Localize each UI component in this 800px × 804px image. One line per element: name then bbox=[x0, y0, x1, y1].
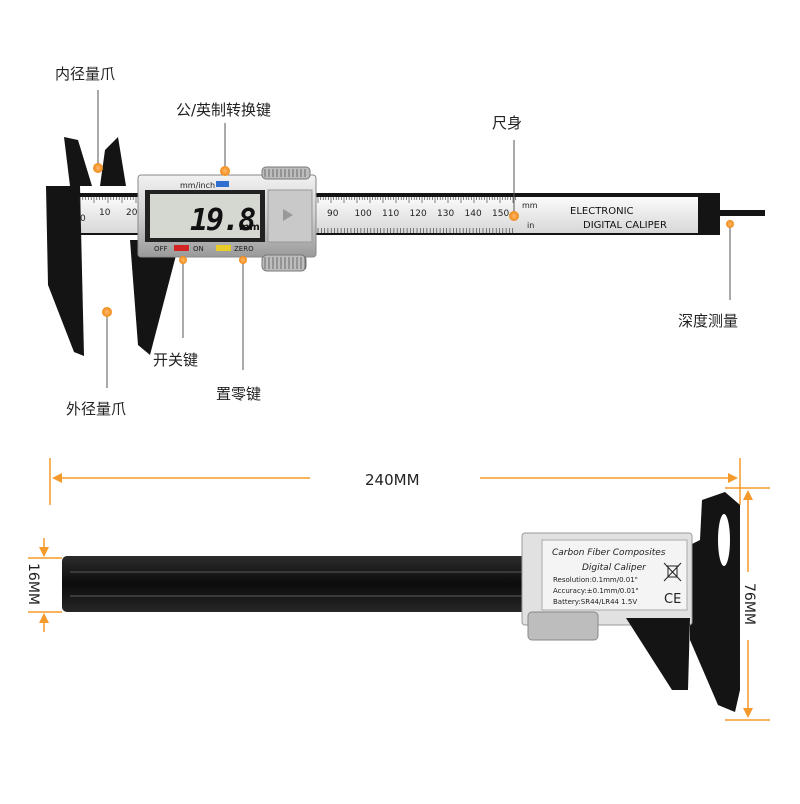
zero-label: ZERO bbox=[234, 245, 254, 253]
back-slider-lower bbox=[527, 611, 599, 641]
scale-left-0: 0 bbox=[80, 214, 86, 224]
dot-outer-jaw bbox=[102, 307, 112, 317]
dimension-height: 76MM bbox=[740, 583, 757, 625]
scale-right-labels: 90 100 110 120 130 140 150 bbox=[327, 209, 509, 219]
brand-line-1: ELECTRONIC bbox=[570, 206, 634, 217]
label-outer-jaw: 外径量爪 bbox=[66, 400, 127, 418]
scale-mm-unit: mm bbox=[522, 201, 538, 210]
mm-inch-key[interactable] bbox=[216, 181, 229, 187]
top-caliper: 0 10 20 90 100 110 120 130 140 150 mm in ELECT… bbox=[46, 137, 765, 356]
scale-label: 140 bbox=[465, 209, 482, 219]
outer-jaw-fixed bbox=[46, 186, 84, 356]
on-label: ON bbox=[193, 245, 204, 253]
scale-label: 130 bbox=[437, 209, 454, 219]
scale-in-unit: in bbox=[527, 221, 534, 230]
jaw-slot bbox=[718, 514, 730, 566]
dimension-thickness: 16MM bbox=[24, 563, 41, 605]
back-rod bbox=[62, 556, 542, 612]
dot-unit-switch bbox=[220, 166, 230, 176]
dot-depth bbox=[726, 220, 734, 228]
label-inner-jaw: 内径量爪 bbox=[55, 65, 116, 83]
mm-inch-key-label: mm/inch bbox=[180, 181, 215, 190]
back-jaw-fixed bbox=[690, 492, 740, 712]
spec-line-5: Battery:SR44/LR44 1.5V bbox=[553, 598, 637, 606]
dot-inner-jaw bbox=[93, 163, 103, 173]
brand-line-2: DIGITAL CALIPER bbox=[583, 220, 667, 231]
roller-grips bbox=[264, 169, 306, 269]
callout-dots bbox=[93, 163, 734, 317]
label-zero: 置零键 bbox=[216, 385, 262, 403]
zero-button[interactable] bbox=[216, 245, 231, 251]
lcd-unit: mm bbox=[239, 222, 260, 233]
lcd-value: 19.8 bbox=[190, 203, 255, 238]
lcd-screen bbox=[150, 194, 260, 238]
ce-mark: CE bbox=[664, 592, 681, 607]
scale-left-20: 20 bbox=[126, 208, 138, 218]
back-jaw-slider bbox=[626, 618, 690, 690]
inner-jaw-slider bbox=[100, 137, 126, 186]
scale-label: 90 bbox=[327, 209, 339, 219]
scale-label: 120 bbox=[410, 209, 427, 219]
label-unit-switch: 公/英制转换键 bbox=[176, 101, 272, 119]
power-button[interactable] bbox=[174, 245, 189, 251]
dimension-lines bbox=[28, 458, 770, 721]
spec-line-1: Carbon Fiber Composites bbox=[552, 548, 666, 558]
depth-rod bbox=[720, 210, 765, 216]
scale-right-ticks bbox=[317, 197, 516, 233]
label-depth: 深度测量 bbox=[678, 312, 739, 330]
thumb-roller-top bbox=[261, 166, 311, 180]
play-arrow-icon bbox=[283, 209, 293, 221]
dot-power bbox=[179, 256, 187, 264]
scale-label: 110 bbox=[382, 209, 399, 219]
scale-label: 150 bbox=[492, 209, 509, 219]
spec-line-4: Accuracy:±0.1mm/0.01" bbox=[553, 587, 639, 595]
spec-label bbox=[541, 539, 688, 611]
scale-label: 100 bbox=[355, 209, 372, 219]
weee-bin-icon bbox=[663, 562, 682, 582]
scale-left-10: 10 bbox=[99, 208, 111, 218]
label-main-beam: 尺身 bbox=[492, 114, 523, 132]
inner-jaw-fixed bbox=[64, 137, 92, 186]
label-power: 开关键 bbox=[153, 351, 199, 369]
dot-main-beam bbox=[509, 211, 519, 221]
outer-jaw-slider bbox=[130, 240, 180, 355]
spec-line-3: Resolution:0.1mm/0.01" bbox=[553, 576, 638, 584]
dimension-length: 240MM bbox=[365, 471, 420, 489]
dot-zero bbox=[239, 256, 247, 264]
bottom-caliper: Carbon Fiber Composites Digital Caliper … bbox=[62, 492, 740, 712]
spec-line-2: Digital Caliper bbox=[582, 563, 647, 573]
off-label: OFF bbox=[154, 245, 168, 253]
leader-lines bbox=[97, 90, 731, 388]
thumb-roller-bottom bbox=[261, 254, 307, 272]
scale-left-ticks bbox=[79, 197, 137, 203]
